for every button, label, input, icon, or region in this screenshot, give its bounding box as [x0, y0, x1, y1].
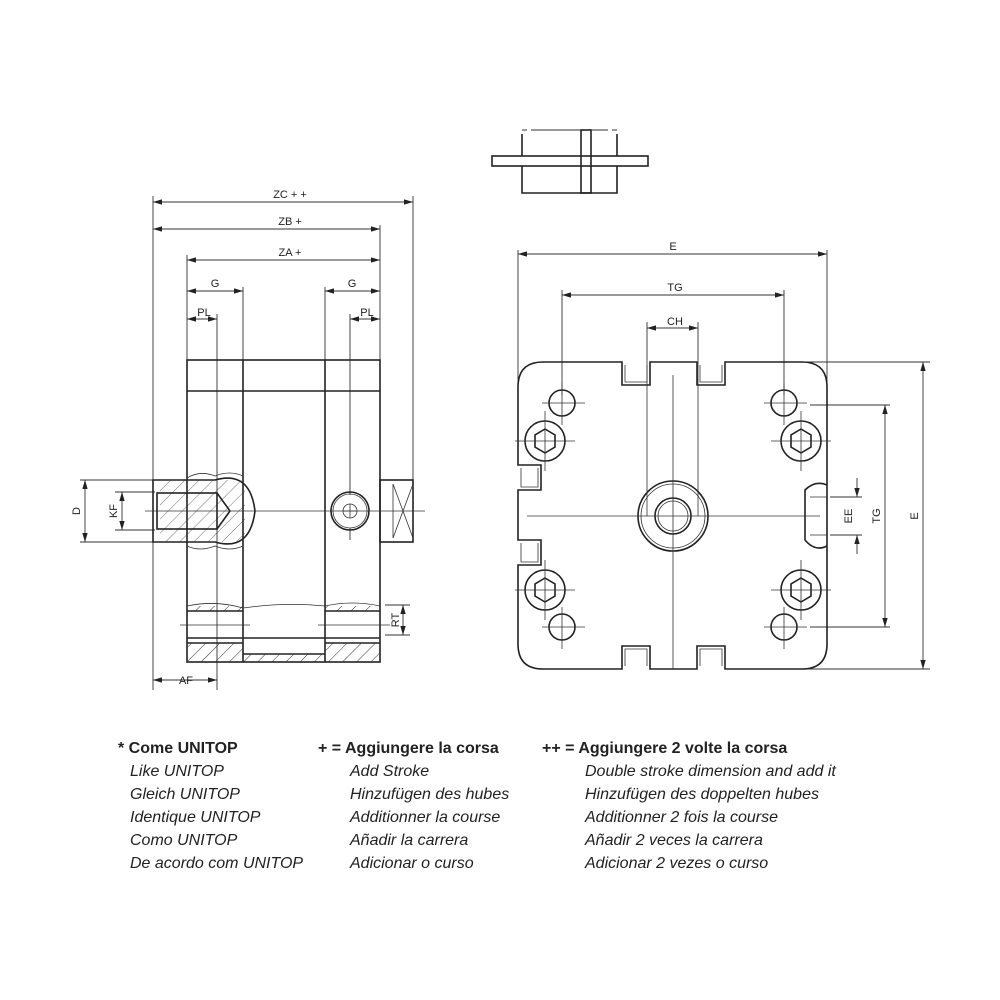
dim-label-zb: ZB +	[278, 216, 302, 228]
legend-line: De acordo com UNITOP	[130, 855, 304, 872]
legend-line: Adicionar o curso	[350, 855, 474, 872]
dim-label-af: AF	[179, 675, 193, 687]
dim-label-za: ZA +	[279, 247, 302, 259]
hex-bolts	[515, 411, 831, 620]
dim-label-pl-left: PL	[197, 307, 210, 319]
legend-line: Añadir la carrera	[350, 832, 469, 849]
dim-label-e-right: E	[909, 512, 921, 519]
legend-line: Like UNITOP	[130, 763, 224, 780]
dim-label-g-right: G	[348, 278, 357, 290]
legend-header: + = Aggiungere la corsa	[318, 740, 499, 757]
pin-holes	[542, 383, 807, 649]
legend-line: Hinzufügen des doppelten hubes	[585, 786, 819, 803]
dim-label-ee: EE	[843, 509, 855, 524]
dim-label-ch: CH	[667, 316, 683, 328]
legend-line: Como UNITOP	[130, 832, 238, 849]
legend-line: Añadir 2 veces la carrera	[585, 832, 763, 849]
side-view: ZC + + ZB + ZA + G G PL PL AF D KF RT	[71, 189, 425, 690]
legend-line: Double stroke dimension and add it	[585, 763, 836, 780]
dim-label-g-left: G	[211, 278, 220, 290]
dim-label-tg-top: TG	[667, 282, 682, 294]
dim-label-rt: RT	[390, 612, 402, 627]
legend-line: Additionner la course	[350, 809, 501, 826]
legend-line: Gleich UNITOP	[130, 786, 240, 803]
legend-header: * Come UNITOP	[118, 740, 238, 757]
legend-line: Hinzufügen des hubes	[350, 786, 510, 803]
dim-label-pl-right: PL	[360, 307, 373, 319]
dim-label-d: D	[71, 507, 83, 515]
dim-label-zc: ZC + +	[273, 189, 307, 201]
front-view: E TG CH E TG EE	[515, 241, 930, 670]
legend-column-add-stroke: + = Aggiungere la corsa Add Stroke Hinzu…	[318, 737, 509, 875]
legend-column-same: * Come UNITOP Like UNITOP Gleich UNITOP …	[118, 737, 303, 875]
legend-column-double-stroke: ++ = Aggiungere 2 volte la corsa Double …	[542, 737, 836, 875]
legend-line: Add Stroke	[350, 763, 430, 780]
legend-line: Identique UNITOP	[130, 809, 261, 826]
dim-label-tg-right: TG	[871, 508, 883, 523]
cylinder-symbol	[491, 129, 649, 194]
legend-line: Adicionar 2 vezes o curso	[585, 855, 769, 872]
dim-label-e-top: E	[669, 241, 676, 253]
legend-header: ++ = Aggiungere 2 volte la corsa	[542, 740, 788, 757]
dim-label-kf: KF	[108, 504, 120, 518]
legend-line: Additionner 2 fois la course	[585, 809, 778, 826]
